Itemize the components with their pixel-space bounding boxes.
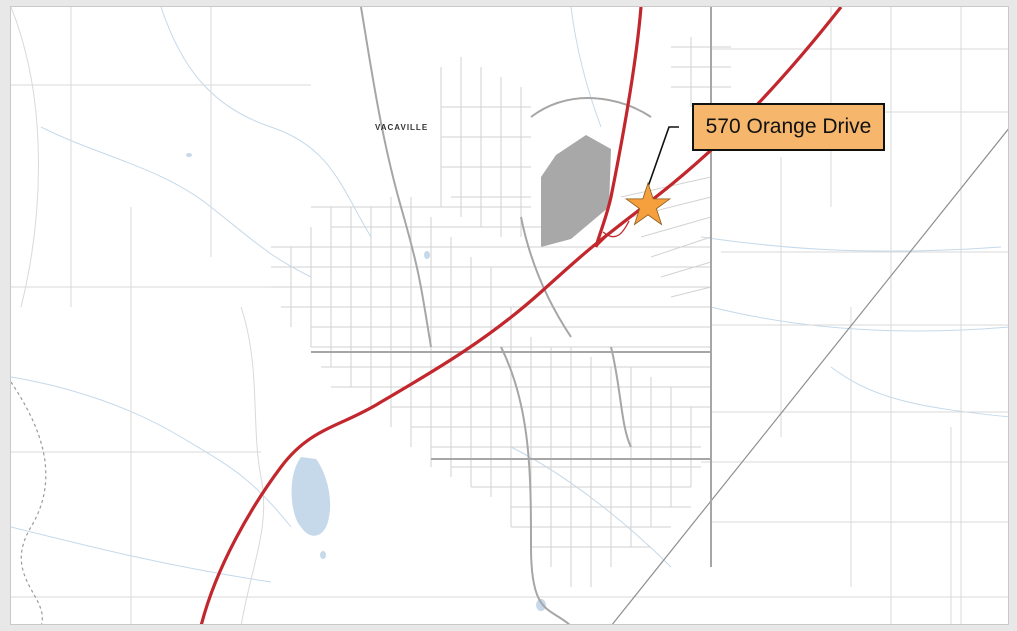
city-label-vacaville: VACAVILLE [375, 123, 429, 132]
callout-leader-line [642, 126, 679, 202]
arterial-roads [311, 7, 712, 624]
interstate-505 [594, 7, 643, 248]
airport-area [541, 135, 611, 247]
map-canvas[interactable] [11, 7, 1009, 625]
address-callout[interactable]: 570 Orange Drive [692, 103, 885, 151]
rail-line [611, 128, 1008, 624]
map-frame[interactable]: VACAVILLE 570 Orange Drive [10, 6, 1009, 625]
interchange-ramps [595, 216, 632, 248]
address-callout-text: 570 Orange Drive [705, 115, 872, 138]
star-icon[interactable] [624, 181, 672, 226]
county-boundary [11, 381, 47, 624]
street-grid [271, 37, 731, 587]
water-bodies [186, 153, 546, 611]
waterways [11, 7, 1008, 583]
interstate-80 [199, 7, 843, 624]
